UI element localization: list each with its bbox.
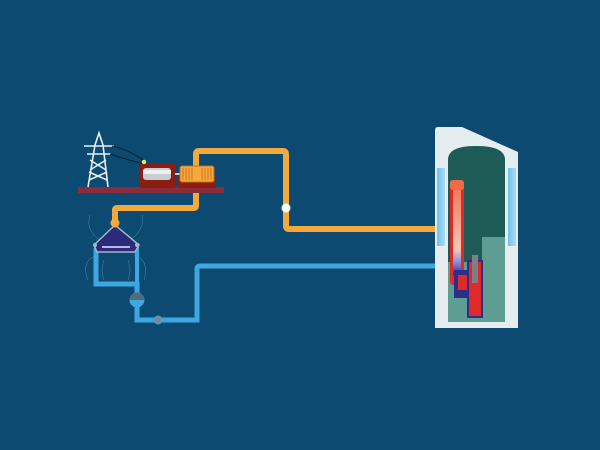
reactor-icon	[435, 127, 518, 328]
steam-flow-indicator	[281, 203, 291, 213]
valve-icon	[153, 315, 163, 325]
turbine-icon	[178, 165, 216, 188]
generator-icon	[140, 159, 180, 188]
steam-pipe	[112, 148, 452, 232]
condenser-icon	[85, 214, 146, 286]
platform	[78, 187, 224, 193]
feedwater-pipe	[93, 248, 456, 323]
power-pylon-icon	[84, 130, 147, 188]
pump-icon	[129, 292, 145, 308]
